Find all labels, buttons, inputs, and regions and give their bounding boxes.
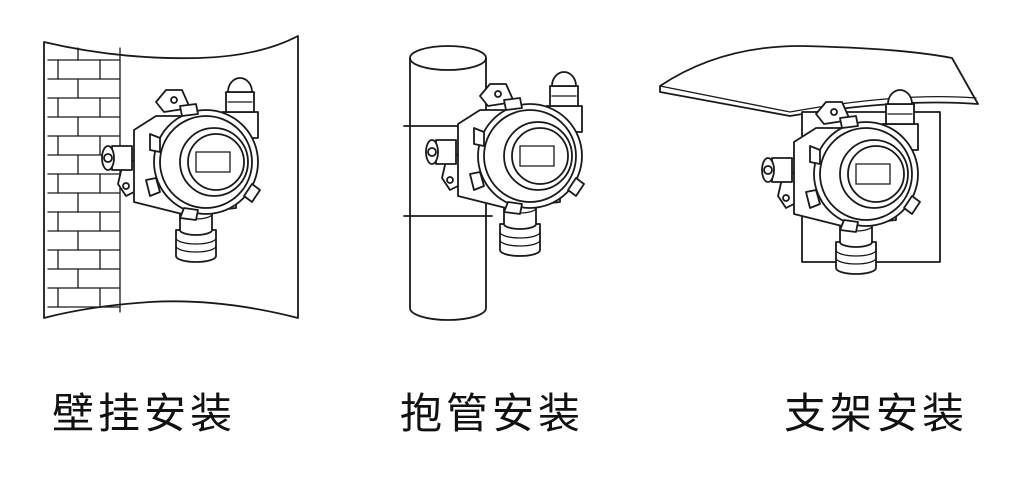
pipe-mount-illustration [403,45,585,321]
bracket-mount-illustration [659,45,979,275]
caption-bracket-mount: 支架安装 [784,389,969,438]
brick-wall [47,47,121,313]
caption-pipe-mount: 抱管安装 [400,389,585,438]
wall-mount-illustration [43,35,299,319]
canopy [659,45,979,117]
caption-wall-mount: 壁挂安装 [52,389,237,438]
